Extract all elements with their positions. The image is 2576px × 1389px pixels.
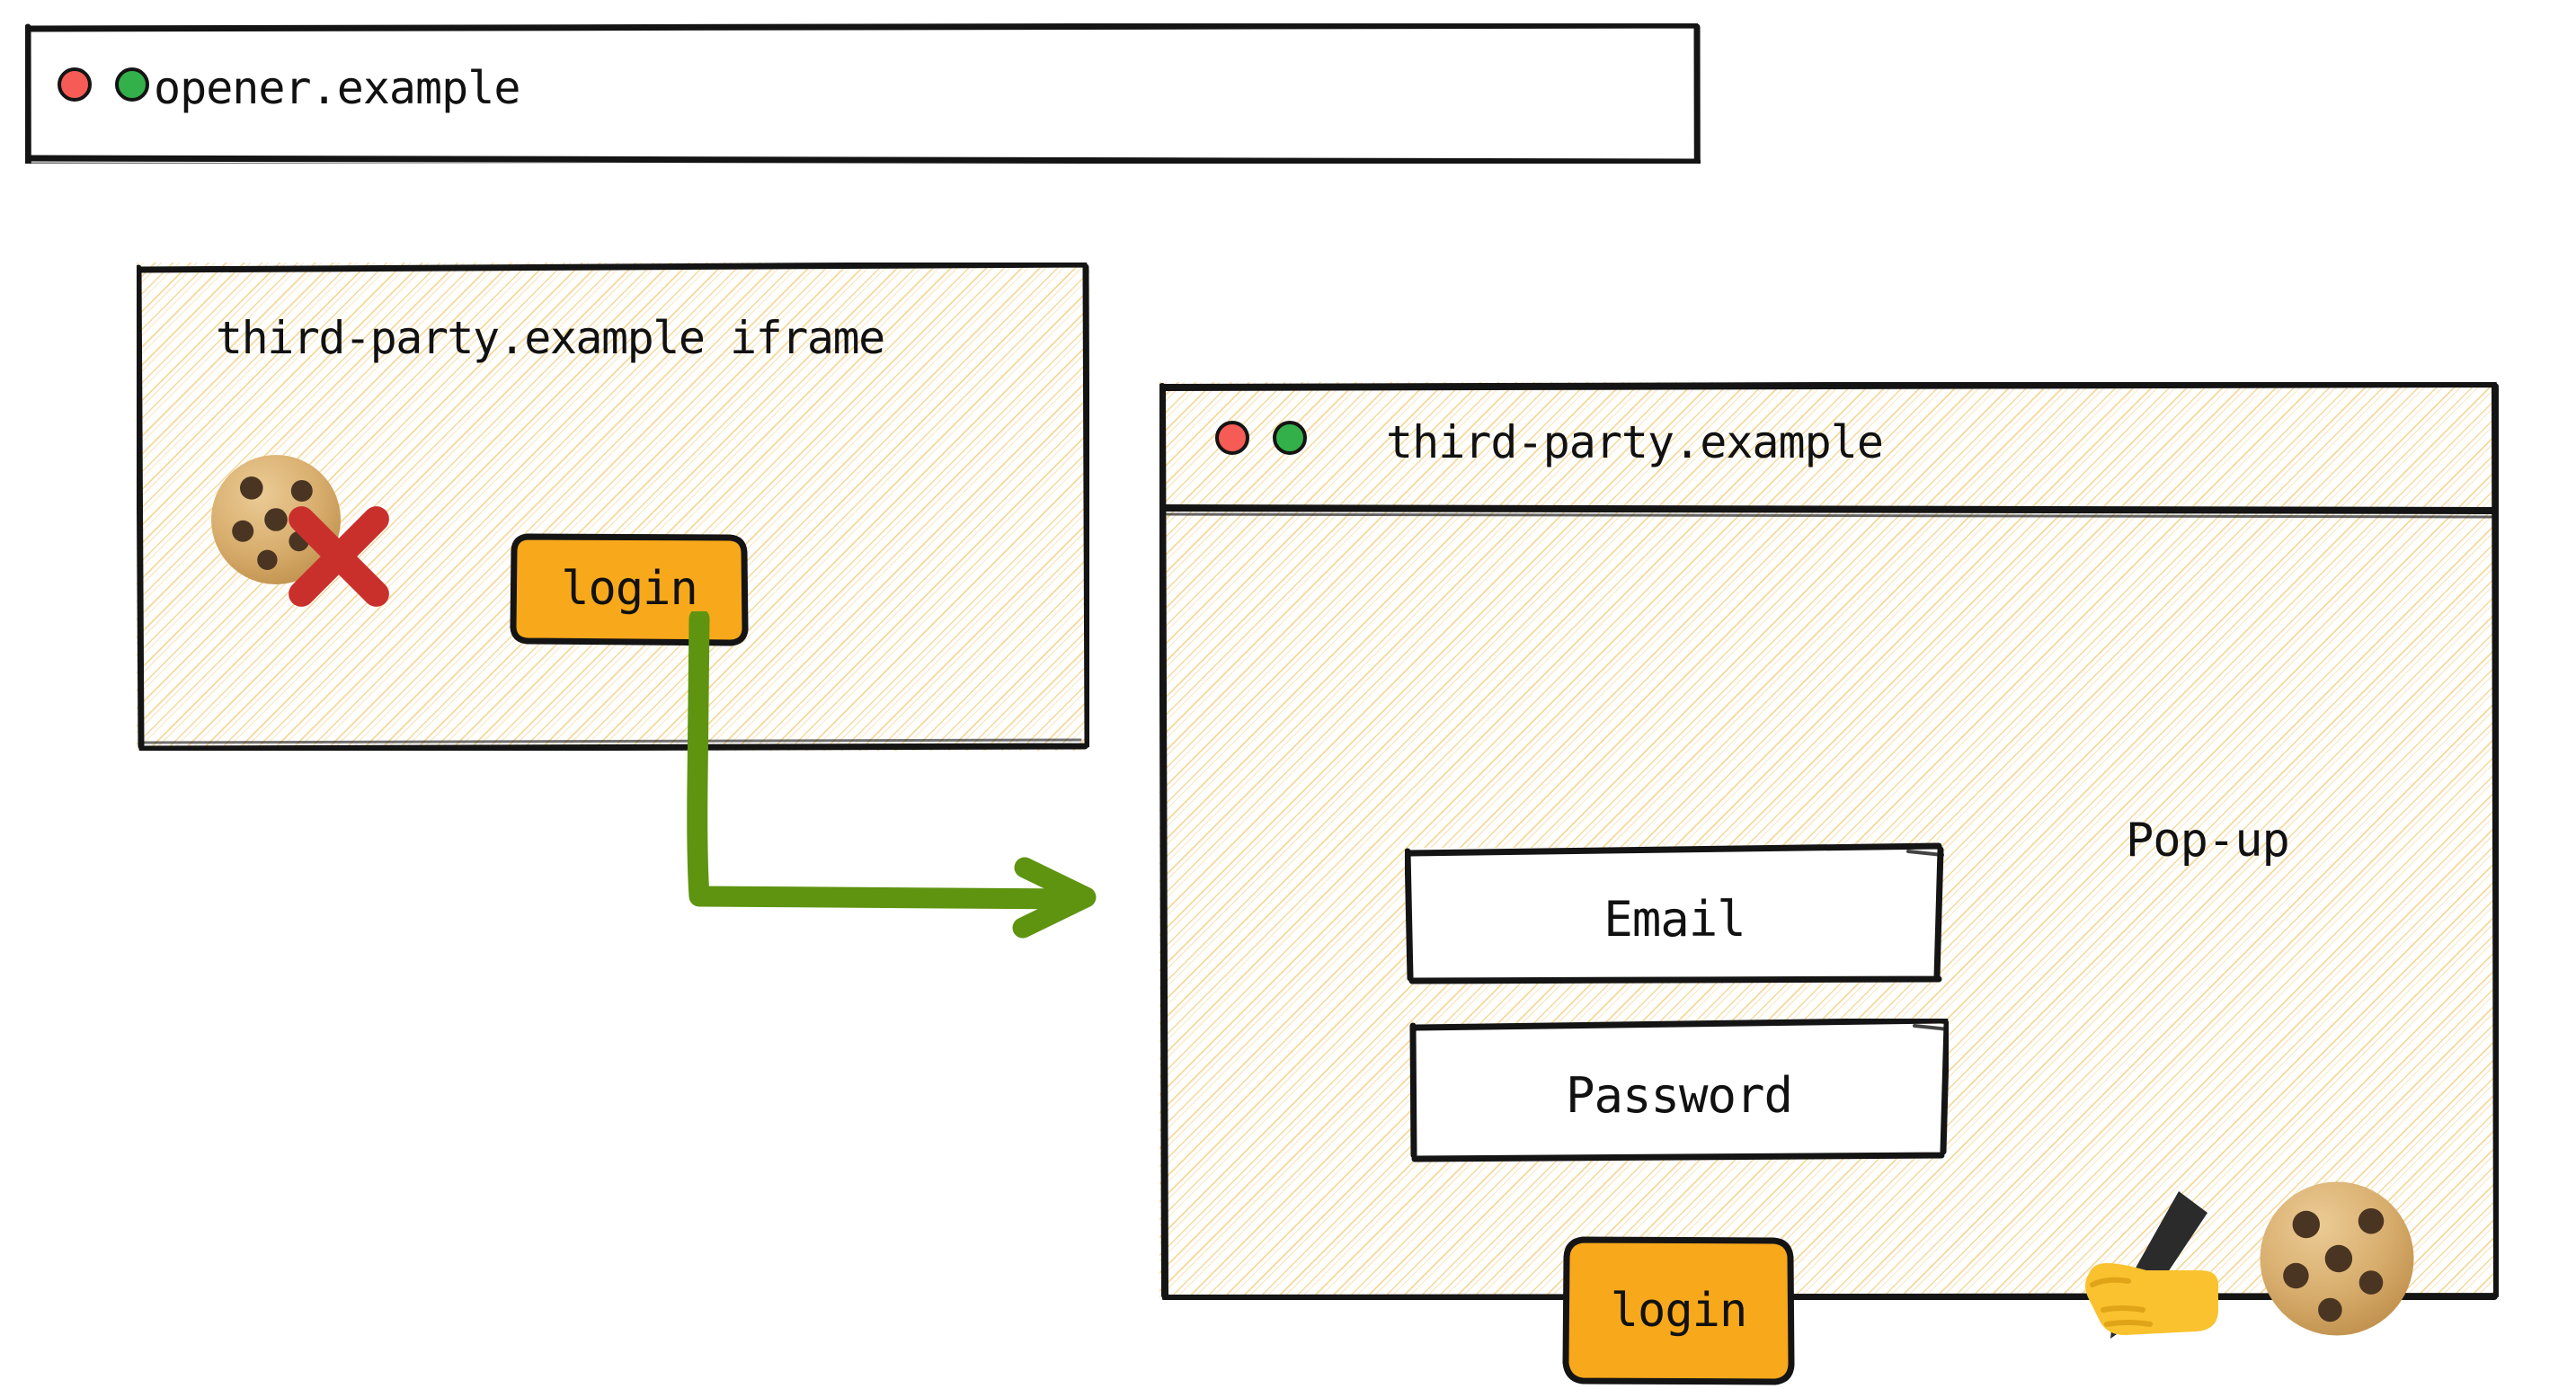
- email-field[interactable]: Email: [1405, 842, 1944, 986]
- maximize-dot-icon[interactable]: [1273, 421, 1307, 455]
- close-dot-icon[interactable]: [58, 67, 92, 102]
- email-field-value: Email: [1603, 890, 1746, 948]
- iframe-login-button[interactable]: login: [508, 530, 751, 647]
- popup-titlebar: third-party.example: [1159, 382, 2499, 513]
- third-party-iframe-panel: third-party.example iframe: [137, 263, 1089, 751]
- password-field-value: Password: [1565, 1066, 1793, 1124]
- iframe-label: third-party.example iframe: [216, 312, 885, 364]
- popup-annotation-label: Pop-up: [2126, 814, 2290, 868]
- popup-login-button[interactable]: login: [1559, 1232, 1798, 1389]
- close-dot-icon[interactable]: [1215, 421, 1249, 455]
- cookie-icon: [2260, 1181, 2414, 1336]
- popup-window-title: third-party.example: [1386, 416, 1884, 468]
- popup-login-button-label: login: [1610, 1283, 1748, 1338]
- password-field-shape: [1409, 1019, 1949, 1162]
- writing-hand-icon: [2085, 1191, 2218, 1339]
- popup-browser-window: third-party.example Email Password: [1159, 382, 2499, 1385]
- opener-window-controls: [58, 67, 149, 102]
- cookie-icon: [211, 455, 341, 584]
- opener-window-title: opener.example: [154, 62, 520, 114]
- email-field-shape: [1405, 842, 1944, 984]
- popup-window-controls: [1215, 421, 1307, 455]
- diagram-canvas: opener.example third-party.example ifram…: [25, 23, 2499, 1385]
- opener-titlebar: opener.example: [25, 23, 1701, 164]
- popup-window-frame: [1159, 382, 2499, 1300]
- red-x-icon: [289, 506, 389, 607]
- password-field[interactable]: Password: [1409, 1019, 1949, 1162]
- maximize-dot-icon[interactable]: [115, 67, 149, 102]
- iframe-login-button-label: login: [561, 562, 698, 616]
